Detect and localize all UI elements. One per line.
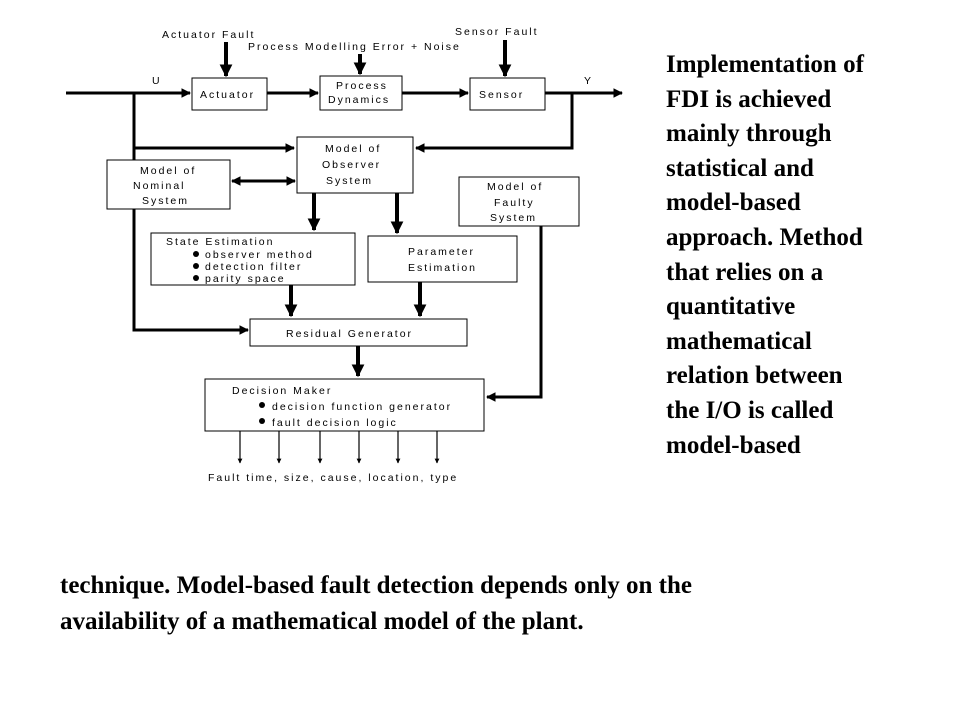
side-line-7: that relies on a [666, 258, 824, 286]
parameter-estimation-label-1: Parameter [408, 246, 475, 258]
actuator-block: Actuator [191, 77, 268, 111]
side-line-6: approach. Method [666, 223, 863, 251]
actuator-block-label: Actuator [200, 89, 255, 101]
decision-maker-title: Decision Maker [232, 385, 332, 397]
process-dynamics-label-2: Dynamics [328, 94, 390, 106]
residual-generator-label: Residual Generator [286, 328, 413, 340]
decision-output-arrows [237, 431, 440, 464]
state-estimation-item-2: detection filter [205, 261, 302, 273]
faulty-model-block: Model of Faulty System [458, 176, 580, 227]
faulty-to-decision-arrow [486, 226, 543, 402]
decision-maker-item-1: decision function generator [272, 401, 452, 413]
side-paragraph: Implementation of FDI is achieved mainly… [666, 48, 946, 463]
state-estimation-block: State Estimation observer method detecti… [150, 232, 356, 286]
process-dynamics-label-1: Process [336, 80, 388, 92]
side-line-3: mainly through [666, 120, 832, 148]
decision-maker-block: Decision Maker decision function generat… [204, 378, 485, 432]
observer-model-label-2: Observer [322, 159, 381, 171]
decision-maker-item-2: fault decision logic [272, 417, 398, 429]
side-line-5: model-based [666, 189, 801, 217]
observer-model-block: Model of Observer System [296, 136, 414, 194]
y-label: Y [584, 75, 593, 87]
side-line-12: model-based [666, 431, 801, 459]
side-line-4: statistical and [666, 154, 814, 182]
process-dynamics-block: Process Dynamics [319, 75, 403, 111]
side-line-8: quantitative [666, 293, 796, 321]
nominal-model-label-2: Nominal [133, 180, 186, 192]
sensor-block: Sensor [469, 77, 546, 111]
observer-output-arrows [307, 193, 404, 235]
nominal-model-block: Model of Nominal System [106, 159, 231, 210]
side-line-2: FDI is achieved [666, 85, 832, 113]
signal-chain [66, 88, 623, 335]
side-line-10: relation between [666, 362, 843, 390]
fdi-block-diagram: Actuator Fault Sensor Fault Process Mode… [66, 26, 623, 484]
residual-input-arrows [284, 282, 427, 318]
nominal-model-label-1: Model of [140, 165, 196, 177]
faulty-model-label-1: Model of [487, 181, 543, 193]
faulty-model-label-3: System [490, 212, 537, 224]
observer-model-label-3: System [326, 175, 373, 187]
sensor-fault-label: Sensor Fault [455, 26, 539, 38]
fault-input-arrows [219, 40, 512, 78]
state-estimation-title: State Estimation [166, 236, 274, 248]
nominal-model-label-3: System [142, 195, 189, 207]
side-line-11: the I/O is called [666, 396, 834, 424]
bottom-paragraph: technique. Model-based fault detection d… [60, 568, 940, 640]
faulty-model-label-2: Faulty [494, 197, 535, 209]
u-label: U [152, 75, 162, 87]
parameter-estimation-block: Parameter Estimation [367, 235, 518, 283]
side-line-1: Implementation of [666, 51, 864, 78]
residual-generator-block: Residual Generator [249, 318, 468, 347]
state-estimation-item-1: observer method [205, 249, 314, 261]
observer-model-label-1: Model of [325, 143, 381, 155]
state-estimation-item-3: parity space [205, 273, 286, 285]
bottom-line-1: technique. Model-based fault detection d… [60, 572, 692, 599]
side-line-9: mathematical [666, 327, 812, 355]
parameter-estimation-label-2: Estimation [408, 262, 477, 274]
process-modelling-error-label: Process Modelling Error + Noise [248, 41, 461, 53]
fault-output-label: Fault time, size, cause, location, type [208, 472, 458, 484]
bottom-line-2: availability of a mathematical model of … [60, 608, 584, 635]
actuator-fault-label: Actuator Fault [162, 29, 255, 41]
sensor-block-label: Sensor [479, 89, 524, 101]
